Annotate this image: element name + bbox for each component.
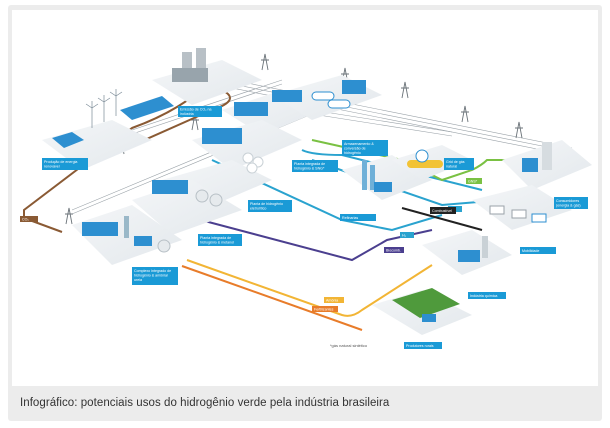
hydro-lake <box>52 132 84 148</box>
sphere-tank <box>246 162 258 174</box>
refinery-column <box>370 165 375 190</box>
electrolyser-hall <box>82 222 118 236</box>
gas-dome <box>415 149 429 163</box>
label-refineries: Refinarias <box>340 214 376 221</box>
svg-text:Produção de energia: Produção de energia <box>44 160 77 164</box>
electrolyser-hall <box>234 102 268 116</box>
figure-caption: Infográfico: potenciais usos do hidrogên… <box>20 397 390 409</box>
truck <box>489 205 505 215</box>
facility-buildings <box>52 48 552 322</box>
svg-text:eletrolítico: eletrolítico <box>250 207 266 211</box>
consumer-building <box>522 158 538 172</box>
pipe-tag-co2: CO₂ <box>20 216 38 222</box>
pipe-tag-h2-b: H₂ <box>400 232 414 238</box>
svg-text:hidrogênio & amônia/: hidrogênio & amônia/ <box>134 274 168 278</box>
wind-turbines <box>85 89 123 128</box>
infographic-svg: Produção de energia renovável Emissão de… <box>20 48 592 349</box>
svg-text:natural: natural <box>446 165 457 169</box>
storage-tank <box>311 91 335 101</box>
electrolyser-hall <box>152 180 188 194</box>
solar-panels <box>120 96 174 120</box>
refinery-building <box>374 182 392 192</box>
svg-text:Armazenamento &: Armazenamento & <box>344 142 374 146</box>
sphere-tank <box>242 152 254 164</box>
svg-text:Produtores rurais: Produtores rurais <box>406 344 434 348</box>
svg-text:Combustível: Combustível <box>432 209 452 213</box>
facility-pads <box>42 60 592 335</box>
svg-text:Biocomb.: Biocomb. <box>386 249 401 253</box>
svg-text:CO₂: CO₂ <box>22 218 29 222</box>
label-mobility: Mobilidade <box>520 247 556 254</box>
svg-text:hidrogênio & metanol: hidrogênio & metanol <box>200 241 234 245</box>
label-ammonia: Complexo integrado de hidrogênio & amôni… <box>132 267 178 285</box>
ammonia-building <box>134 236 152 246</box>
ammonia-pipeline <box>186 259 433 317</box>
gas-grid-tank <box>407 160 443 168</box>
storage-building <box>342 80 366 94</box>
svg-text:Complexo integrado de: Complexo integrado de <box>134 269 171 273</box>
chemical-tank <box>482 236 488 258</box>
electrolyser-hall <box>202 128 242 144</box>
methanol-tank <box>195 189 209 203</box>
infographic-image: Produção de energia renovável Emissão de… <box>12 10 598 386</box>
cooling-tower <box>196 48 206 68</box>
ammonia-column <box>124 216 129 238</box>
svg-text:(energia & gás): (energia & gás) <box>556 204 581 208</box>
gas-pipeline <box>311 139 512 182</box>
pipe-tag-gns: GNS* <box>466 178 482 184</box>
pipe-tag-fuel: Combustível <box>430 207 456 214</box>
svg-text:Mobilidade: Mobilidade <box>522 249 539 253</box>
svg-text:Indústria química: Indústria química <box>470 294 497 298</box>
storage-tank <box>327 99 351 109</box>
svg-text:Refinarias: Refinarias <box>342 216 358 220</box>
svg-text:Emissão de CO₂ na: Emissão de CO₂ na <box>180 108 212 112</box>
label-methanol: Planta integrada de hidrogênio & metanol <box>198 234 242 246</box>
label-electrolysis: Planta de hidrogênio eletrolítico <box>248 200 292 212</box>
pipe-tag-fertilizer: Fertilizantes <box>312 306 338 312</box>
label-chemical: Indústria química <box>468 292 506 299</box>
h2-pipeline-1 <box>211 159 443 232</box>
svg-text:ureia: ureia <box>134 278 142 282</box>
svg-text:Fertilizantes: Fertilizantes <box>314 308 334 312</box>
industry-building <box>172 68 208 82</box>
svg-text:renovável: renovável <box>44 165 60 169</box>
label-storage: Armazenamento & conversão de hidrogênio <box>342 140 388 156</box>
label-sng-plant: Planta integrada de hidrogênio & SNG* <box>292 160 338 172</box>
svg-text:GNS*: GNS* <box>468 180 478 184</box>
svg-text:indústria: indústria <box>180 112 194 116</box>
label-co2-industry: Emissão de CO₂ na indústria <box>178 106 222 117</box>
svg-text:Planta de hidrogênio: Planta de hidrogênio <box>250 202 283 206</box>
svg-text:hidrogênio: hidrogênio <box>344 151 361 155</box>
svg-text:hidrogênio & SNG*: hidrogênio & SNG* <box>294 167 325 171</box>
truck <box>511 209 527 219</box>
label-gas-grid: Grid de gás natural <box>444 158 474 170</box>
label-rural: Produtores rurais <box>404 342 442 349</box>
ammonia-tank <box>157 239 171 253</box>
label-renewable: Produção de energia renovável <box>42 158 88 170</box>
pipe-tag-biofuel: Biocomb. <box>384 247 404 253</box>
figure-frame: Produção de energia renovável Emissão de… <box>8 5 602 421</box>
crop-field <box>392 288 460 318</box>
svg-text:Planta integrada de: Planta integrada de <box>294 162 325 166</box>
svg-text:Planta integrada de: Planta integrada de <box>200 236 231 240</box>
footnote: *gás natural sintético <box>330 343 368 348</box>
label-consumers: Consumidores (energia & gás) <box>554 197 588 209</box>
svg-text:conversão de: conversão de <box>344 147 366 151</box>
methanol-tank <box>209 193 223 207</box>
h2-pipeline-3 <box>301 149 483 191</box>
pipe-tag-ammonia: Amônia <box>324 297 344 303</box>
consumer-tower <box>542 142 552 170</box>
cooling-tower <box>182 52 192 70</box>
fertilizer-pipeline <box>181 265 363 331</box>
fuel-pipeline <box>401 207 483 231</box>
svg-text:Grid de gás: Grid de gás <box>446 160 465 164</box>
farm-barn <box>422 314 436 322</box>
refinery-column <box>362 160 367 190</box>
svg-text:Consumidores: Consumidores <box>556 199 579 203</box>
svg-text:H₂: H₂ <box>402 234 407 238</box>
svg-text:Amônia: Amônia <box>326 299 338 303</box>
truck <box>531 213 547 223</box>
chemical-building <box>458 250 480 262</box>
electrolyser-hall <box>272 90 302 102</box>
